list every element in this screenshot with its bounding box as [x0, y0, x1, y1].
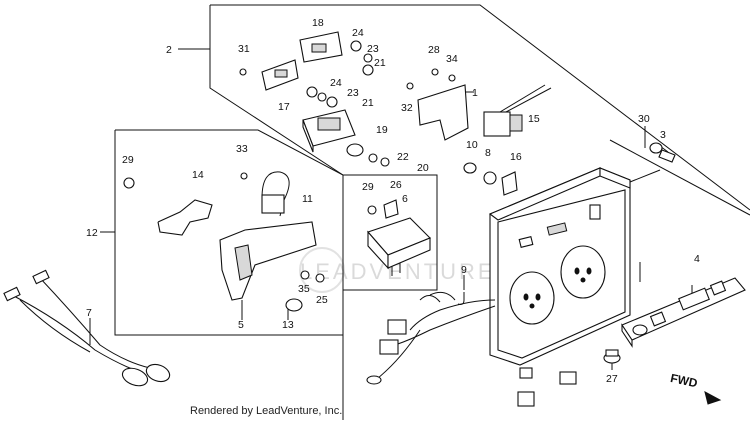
cable-7: [3, 269, 171, 387]
nuts-washers-21-23-24: [306, 40, 374, 108]
regulator-6: [367, 217, 431, 276]
callout-11: 11: [302, 193, 313, 205]
relay-19: [302, 109, 356, 153]
receptacle-right: [560, 245, 606, 299]
callout-29-mid: 29: [362, 181, 374, 193]
callout-15: 15: [528, 113, 540, 125]
collar-20-22: [346, 143, 390, 167]
callout-35: 35: [298, 283, 310, 295]
parts-26-29-mid: [367, 199, 399, 219]
bracket-1: [417, 84, 469, 141]
callout-10: 10: [466, 139, 478, 151]
callout-33: 33: [236, 143, 248, 155]
switch-assembly-17-18: [261, 31, 343, 91]
callout-6: 6: [402, 193, 408, 205]
group-outline-left: [114, 129, 344, 336]
callout-29-left: 29: [122, 154, 134, 166]
faceplate-4: [621, 262, 746, 348]
callout-13: 13: [282, 319, 294, 331]
group-outline-top: [209, 4, 750, 211]
callout-22: 22: [397, 151, 409, 163]
callout-24-top: 24: [352, 27, 364, 39]
credit-text: Rendered by LeadVenture, Inc.: [190, 405, 343, 417]
callout-18: 18: [312, 17, 324, 29]
callout-9: 9: [461, 264, 467, 276]
base-feet: [517, 367, 577, 407]
screws-28-31-32-34: [239, 68, 456, 90]
callout-28: 28: [428, 44, 440, 56]
callout-32: 32: [401, 102, 413, 114]
callout-4: 4: [694, 253, 700, 265]
callout-16: 16: [510, 151, 522, 163]
bracket-14: [157, 199, 213, 236]
callout-7: 7: [86, 307, 92, 319]
callout-25: 25: [316, 294, 328, 306]
knob-27: [603, 349, 621, 364]
callout-1: 1: [472, 87, 478, 99]
parts-13-25-35-29-33: [123, 172, 325, 312]
group-outline-lower-right: [342, 139, 750, 420]
group-outline-middle: [343, 174, 438, 291]
callout-31: 31: [238, 43, 250, 55]
callout-17: 17: [278, 101, 290, 113]
callout-20: 20: [417, 162, 429, 174]
connector-15: [483, 84, 552, 137]
callout-21-lower: 21: [362, 97, 374, 109]
holder-5: [219, 221, 317, 301]
callout-23-top: 23: [367, 43, 379, 55]
panel-details: [518, 169, 661, 248]
callout-34: 34: [446, 53, 458, 65]
callout-27: 27: [606, 373, 618, 385]
callout-23-lower: 23: [347, 87, 359, 99]
parts-8-10-16: [463, 162, 518, 196]
callout-19: 19: [376, 124, 388, 136]
callout-5: 5: [238, 319, 244, 331]
callout-labels: 1 2 3 4 5 6 7 8 9 10 11 12 13 14 15 16 1…: [86, 17, 700, 385]
fwd-arrow: [704, 391, 722, 405]
callout-8: 8: [485, 147, 491, 159]
control-box: [488, 167, 631, 366]
callout-14: 14: [192, 169, 204, 181]
callout-24-lower: 24: [330, 77, 342, 89]
callout-30: 30: [638, 113, 650, 125]
callout-12: 12: [86, 227, 98, 239]
callout-3: 3: [660, 129, 666, 141]
callout-26: 26: [390, 179, 402, 191]
callout-21-top: 21: [374, 57, 386, 69]
callout-2: 2: [166, 44, 172, 56]
wiring-harness: [366, 291, 496, 385]
parts-3-30: [649, 142, 676, 163]
harness-11: [261, 171, 290, 217]
receptacle-left: [509, 271, 555, 325]
hook-9: [457, 292, 465, 305]
